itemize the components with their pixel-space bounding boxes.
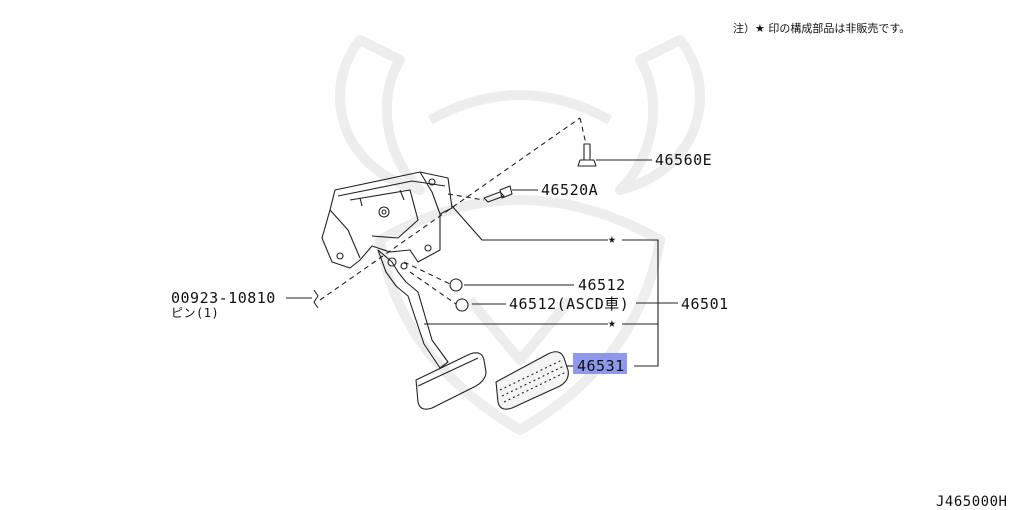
pedal-bracket [321,171,453,269]
label-46560E[interactable]: 46560E [655,151,713,169]
bolt-46520A [483,185,513,203]
star-marker-upper: ★ [608,232,617,247]
label-00923-10810[interactable]: 00923-10810 [171,289,276,307]
figure-id: J465000H [936,494,1008,510]
label-46520A[interactable]: 46520A [541,181,599,199]
label-46512[interactable]: 46512 [578,276,626,294]
dashed-assembly-lines [319,117,587,305]
stopper-46512 [449,278,469,312]
label-46501[interactable]: 46501 [681,295,729,313]
label-46531[interactable]: 46531 [577,357,625,375]
pedal-pad-46531 [495,351,569,410]
label-pin-note: ピン(1) [171,306,220,320]
non-sale-note: 注）★ 印の構成部品は非販売です。 [733,22,911,35]
watermark-emblem [335,35,705,435]
brake-pedal-arm [377,249,449,369]
star-marker-lower: ★ [608,316,617,331]
leader-lines [286,159,678,367]
part-highlight [573,353,627,374]
label-46512-ascd[interactable]: 46512(ASCD車) [509,295,630,313]
brake-pedal-pad [415,352,487,410]
clip-00923 [313,289,319,309]
bolt-46560E [577,143,597,167]
